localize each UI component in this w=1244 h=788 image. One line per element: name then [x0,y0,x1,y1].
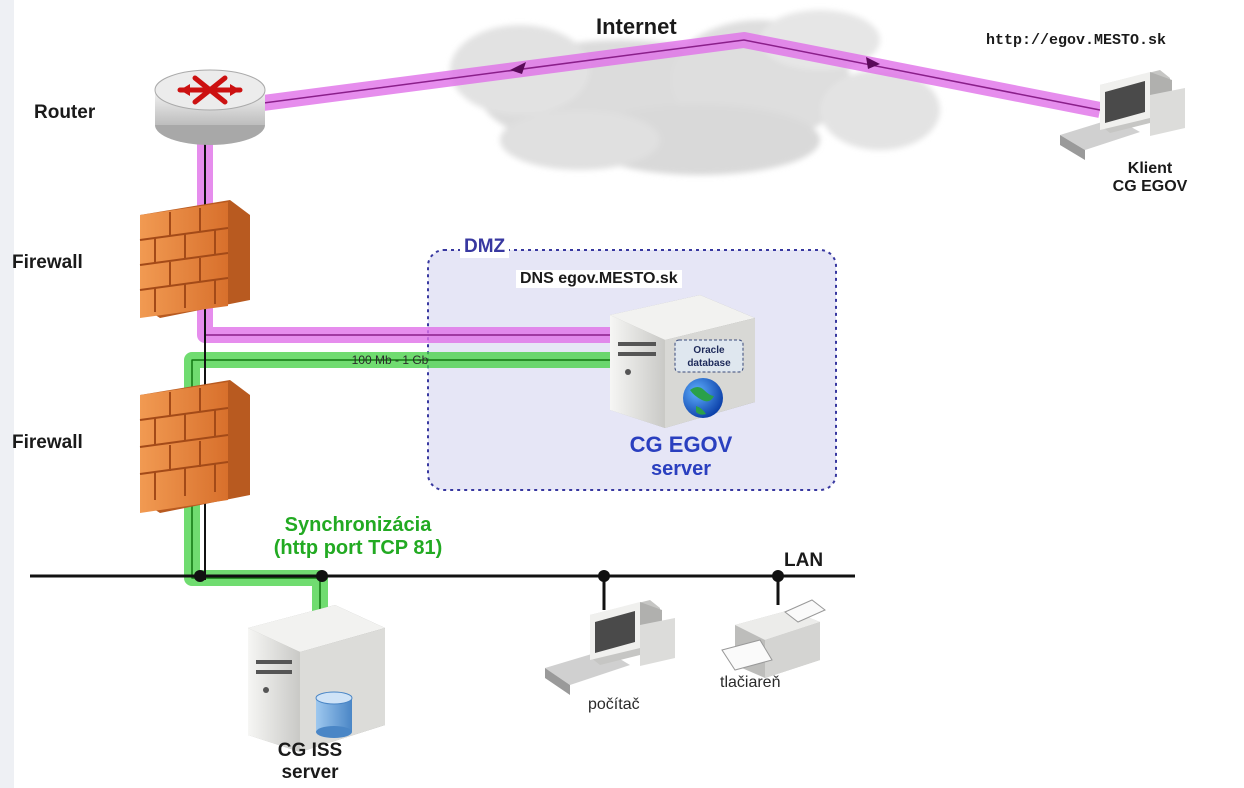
internet-label: Internet [596,14,677,39]
lan-label: LAN [784,550,824,571]
firewall-top-label: Firewall [12,252,83,273]
firewall-bottom-label: Firewall [12,432,83,453]
iss-server-label-line1: CG ISS [277,740,343,761]
globe-icon [683,378,723,418]
client-label: Klient CG EGOV [1098,160,1202,196]
dns-label: DNS egov.MESTO.sk [516,270,682,288]
iss-server-label: CG ISS server [242,740,378,784]
iss-server-label-line2: server [281,762,339,783]
dmz-label: DMZ [460,236,510,258]
printer-icon [721,599,826,678]
link-speed-label: 100 Mb - 1 Gb [352,353,429,367]
router-label: Router [34,102,96,123]
egov-server-label: CG EGOV server [606,432,756,481]
url-label: http://egov.MESTO.sk [986,32,1167,49]
firewall-icon [139,200,250,318]
firewall-icon [139,380,250,513]
oracle-label: database [687,358,731,369]
printer-label: tlačiareň [720,674,781,691]
oracle-label: Oracle [693,345,725,356]
workstation-icon [1060,70,1185,160]
sync-label: Synchronizácia (http port TCP 81) [232,514,484,560]
database-icon [315,691,353,738]
sync-path [184,352,610,625]
server-icon [610,295,755,428]
client-label-line2: CG EGOV [1112,178,1188,195]
egov-server-label-line2: server [650,458,712,480]
workstation-icon [545,600,675,695]
lan-line [30,570,855,610]
egov-server-label-line1: CG EGOV [629,432,733,457]
router-icon [154,69,266,145]
sync-label-line1: Synchronizácia [284,514,432,536]
cloud-icon [450,10,940,175]
sync-label-line2: (http port TCP 81) [273,537,443,559]
pc-label: počítač [588,696,640,713]
page-edge [0,0,14,788]
client-label-line1: Klient [1127,160,1173,177]
